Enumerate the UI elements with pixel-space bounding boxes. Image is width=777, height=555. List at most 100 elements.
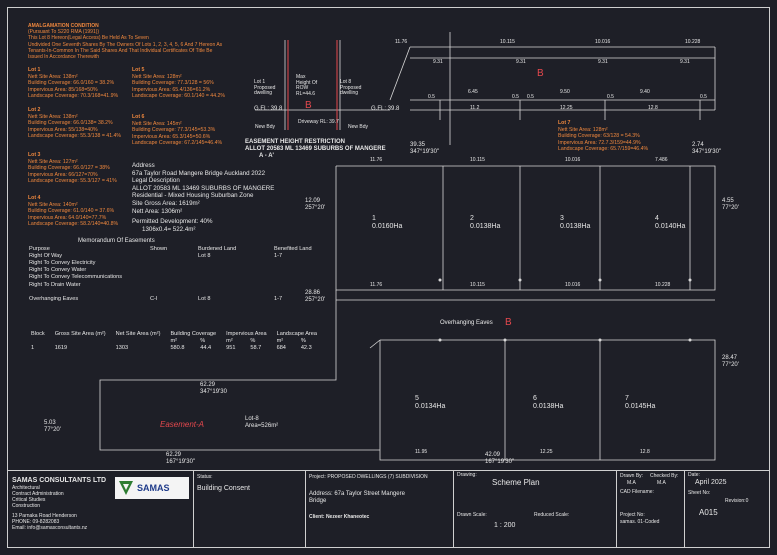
- eave-dim: 0.5: [527, 94, 534, 100]
- mem-cell: [147, 252, 195, 259]
- bearing-top-right: 2.74 347°19'30": [692, 142, 722, 155]
- mem-cell: Right To Drain Water: [29, 281, 81, 288]
- amalgamation-title: AMALGAMATION CONDITION: [28, 23, 99, 29]
- table-row: 1 1619 1303 580.8 44.4 951 58.7 684 42.3: [26, 344, 322, 351]
- bearing-62b: 62.29 167°19'30": [166, 452, 196, 465]
- bearing-42: 42.09 167°19'30": [485, 452, 515, 465]
- cad-filename-label: CAD Filename:: [620, 489, 654, 495]
- drawn-cell: Drawn By: M.A Checked By: M.A CAD Filena…: [616, 471, 678, 548]
- blk-cell: 1: [31, 344, 35, 351]
- address-line: 67a Taylor Road Mangere Bridge Auckland …: [132, 169, 266, 177]
- mem-cell: Overhanging Eaves: [29, 295, 79, 302]
- address-line: Nett Area: 1306m²: [132, 207, 183, 215]
- easement-a-label: Easement-A: [160, 420, 205, 429]
- bearing-top: 39.35 347°19'30": [410, 142, 440, 155]
- mem-cell: Right To Convey Telecommunications: [29, 274, 123, 281]
- lot-note-line: Nett Site Area: 138m²: [28, 113, 78, 120]
- eave-dim: 6.45: [468, 89, 478, 95]
- blk-unit: %: [250, 337, 256, 344]
- top-dim: 11.76: [395, 39, 408, 45]
- sub-dim: 12.25: [560, 105, 573, 111]
- drawn-by-value: M.A: [627, 480, 636, 486]
- project-no-value: samas. 01-Coded: [620, 519, 660, 525]
- table-row: m² % m² % m² %: [26, 337, 322, 344]
- project-no-label: Project No:: [620, 512, 645, 518]
- row1-dim: 7.486: [655, 157, 668, 163]
- lot-note-6: Lot 6 Nett Site Area: 145m² Building Cov…: [132, 114, 222, 147]
- mem-header: Benefited Land: [274, 245, 312, 252]
- lot-note-title: Lot 7: [558, 120, 571, 126]
- blk-header: Building Coverage: [170, 330, 217, 337]
- lot-note-line: Landscape Coverage: 55.3/138 = 41.4%: [28, 133, 122, 140]
- eave-dim: 0.5: [607, 94, 614, 100]
- lot-note-line: Nett Site Area: 138m²: [28, 73, 78, 80]
- mem-header: Burdened Land: [198, 245, 237, 252]
- memorandum-table: Purpose Shown Burdened Land Benefited La…: [26, 245, 315, 303]
- lot-note-title: Lot 4: [28, 195, 41, 201]
- date-label: Date:: [688, 472, 700, 478]
- plan-marker-b-top: B: [537, 68, 544, 79]
- amalgamation-subtitle: (Pursuant To S220 RMA (1991)): [28, 29, 100, 36]
- right-bearing-1: 4.55 77°20': [722, 198, 739, 211]
- mem-cell: 1-7: [274, 252, 283, 259]
- top-dim: 10.115: [500, 39, 515, 45]
- project-label: Project: PROPOSED DWELLINGS (7) SUBDIVIS…: [309, 474, 428, 480]
- lot-note-line: Impervious Area: 64.0/140=77.7%: [28, 214, 107, 221]
- mem-cell: Right To Convey Electricity: [29, 259, 96, 266]
- blk-cell: 684: [276, 344, 286, 351]
- lot-note-title: Lot 1: [28, 67, 41, 73]
- blk-unit: m²: [226, 337, 233, 344]
- mem-cell: Right To Convey Water: [29, 267, 87, 274]
- lot-note-line: Landscape Coverage: 60.1/140 = 44.2%: [132, 93, 226, 100]
- amalgamation-line: This Lot 8 Hereon(Legal Access) Be Held …: [28, 35, 149, 42]
- mid-dim: 9.31: [433, 59, 443, 65]
- drawing-title: Scheme Plan: [492, 478, 540, 487]
- address-line: 1306x0.4= 522.4m²: [142, 225, 196, 233]
- date-value: April 2025: [695, 479, 727, 486]
- site-address-block: Address 67a Taylor Road Mangere Bridge A…: [132, 162, 274, 233]
- reduced-scale-label: Reduced Scale:: [534, 512, 570, 518]
- drawing-sheet: [7, 7, 770, 548]
- address-line: Residential - Mixed Housing Suburban Zon…: [132, 192, 254, 200]
- lot-note-title: Lot 3: [28, 152, 41, 158]
- row1-dim: 10.016: [565, 157, 581, 163]
- lot-note-line: Impervious Area: 65.3/145=50.6%: [132, 133, 211, 140]
- left-edge: 5.03 77°20': [44, 420, 61, 433]
- sheet-no-value: A015: [699, 508, 718, 517]
- row1-dim: 11.76: [370, 157, 383, 163]
- status-value: Building Consent: [197, 485, 250, 492]
- section-label: A - A': [259, 153, 274, 159]
- plan-marker-b-mid: B: [505, 317, 512, 328]
- drawing-label: Drawing:: [457, 472, 477, 478]
- lot-note-line: Building Coverage: 66.0/127 = 38%: [28, 165, 110, 172]
- section-lot1-label: Lot 1 Proposed dwelling: [254, 79, 276, 96]
- mem-cell: Lot 8: [198, 295, 211, 302]
- sub-dim: 11.2: [470, 105, 480, 111]
- right-bearing-2: 28.47 77°20': [722, 355, 739, 368]
- lot-note-line: Nett Site Area: 140m²: [28, 201, 78, 208]
- blk-cell: 44.4: [200, 344, 212, 351]
- blk-unit: %: [200, 337, 206, 344]
- amalgamation-line: Tenants-In-Common In The Said Shares And…: [28, 47, 213, 54]
- eave-dim: 9.50: [560, 89, 570, 95]
- mid-dim: 9.31: [680, 59, 690, 65]
- mid-dim: 9.31: [516, 59, 526, 65]
- table-row: [26, 288, 315, 295]
- amalgamation-condition: AMALGAMATION CONDITION (Pursuant To S220…: [28, 23, 222, 60]
- blk-unit: m²: [170, 337, 177, 344]
- lot-note-line: Landscape Coverage: 65.7/159=46.4%: [558, 146, 649, 153]
- lot-note-line: Impervious Area: 65.4/136=61.2%: [132, 86, 211, 93]
- lot-note-line: Impervious Area: 66/127=70%: [28, 171, 98, 178]
- lot8-area: Area=526m²: [245, 423, 279, 429]
- blk-cell: 58.7: [250, 344, 262, 351]
- blk-header: Impervious Area: [226, 330, 267, 337]
- drawn-by-label: Drawn By:: [620, 473, 644, 479]
- drawing-cell: Drawing: Scheme Plan Drawn Scale: 1 : 20…: [453, 471, 569, 548]
- bottom-dim: 11.95: [415, 449, 428, 455]
